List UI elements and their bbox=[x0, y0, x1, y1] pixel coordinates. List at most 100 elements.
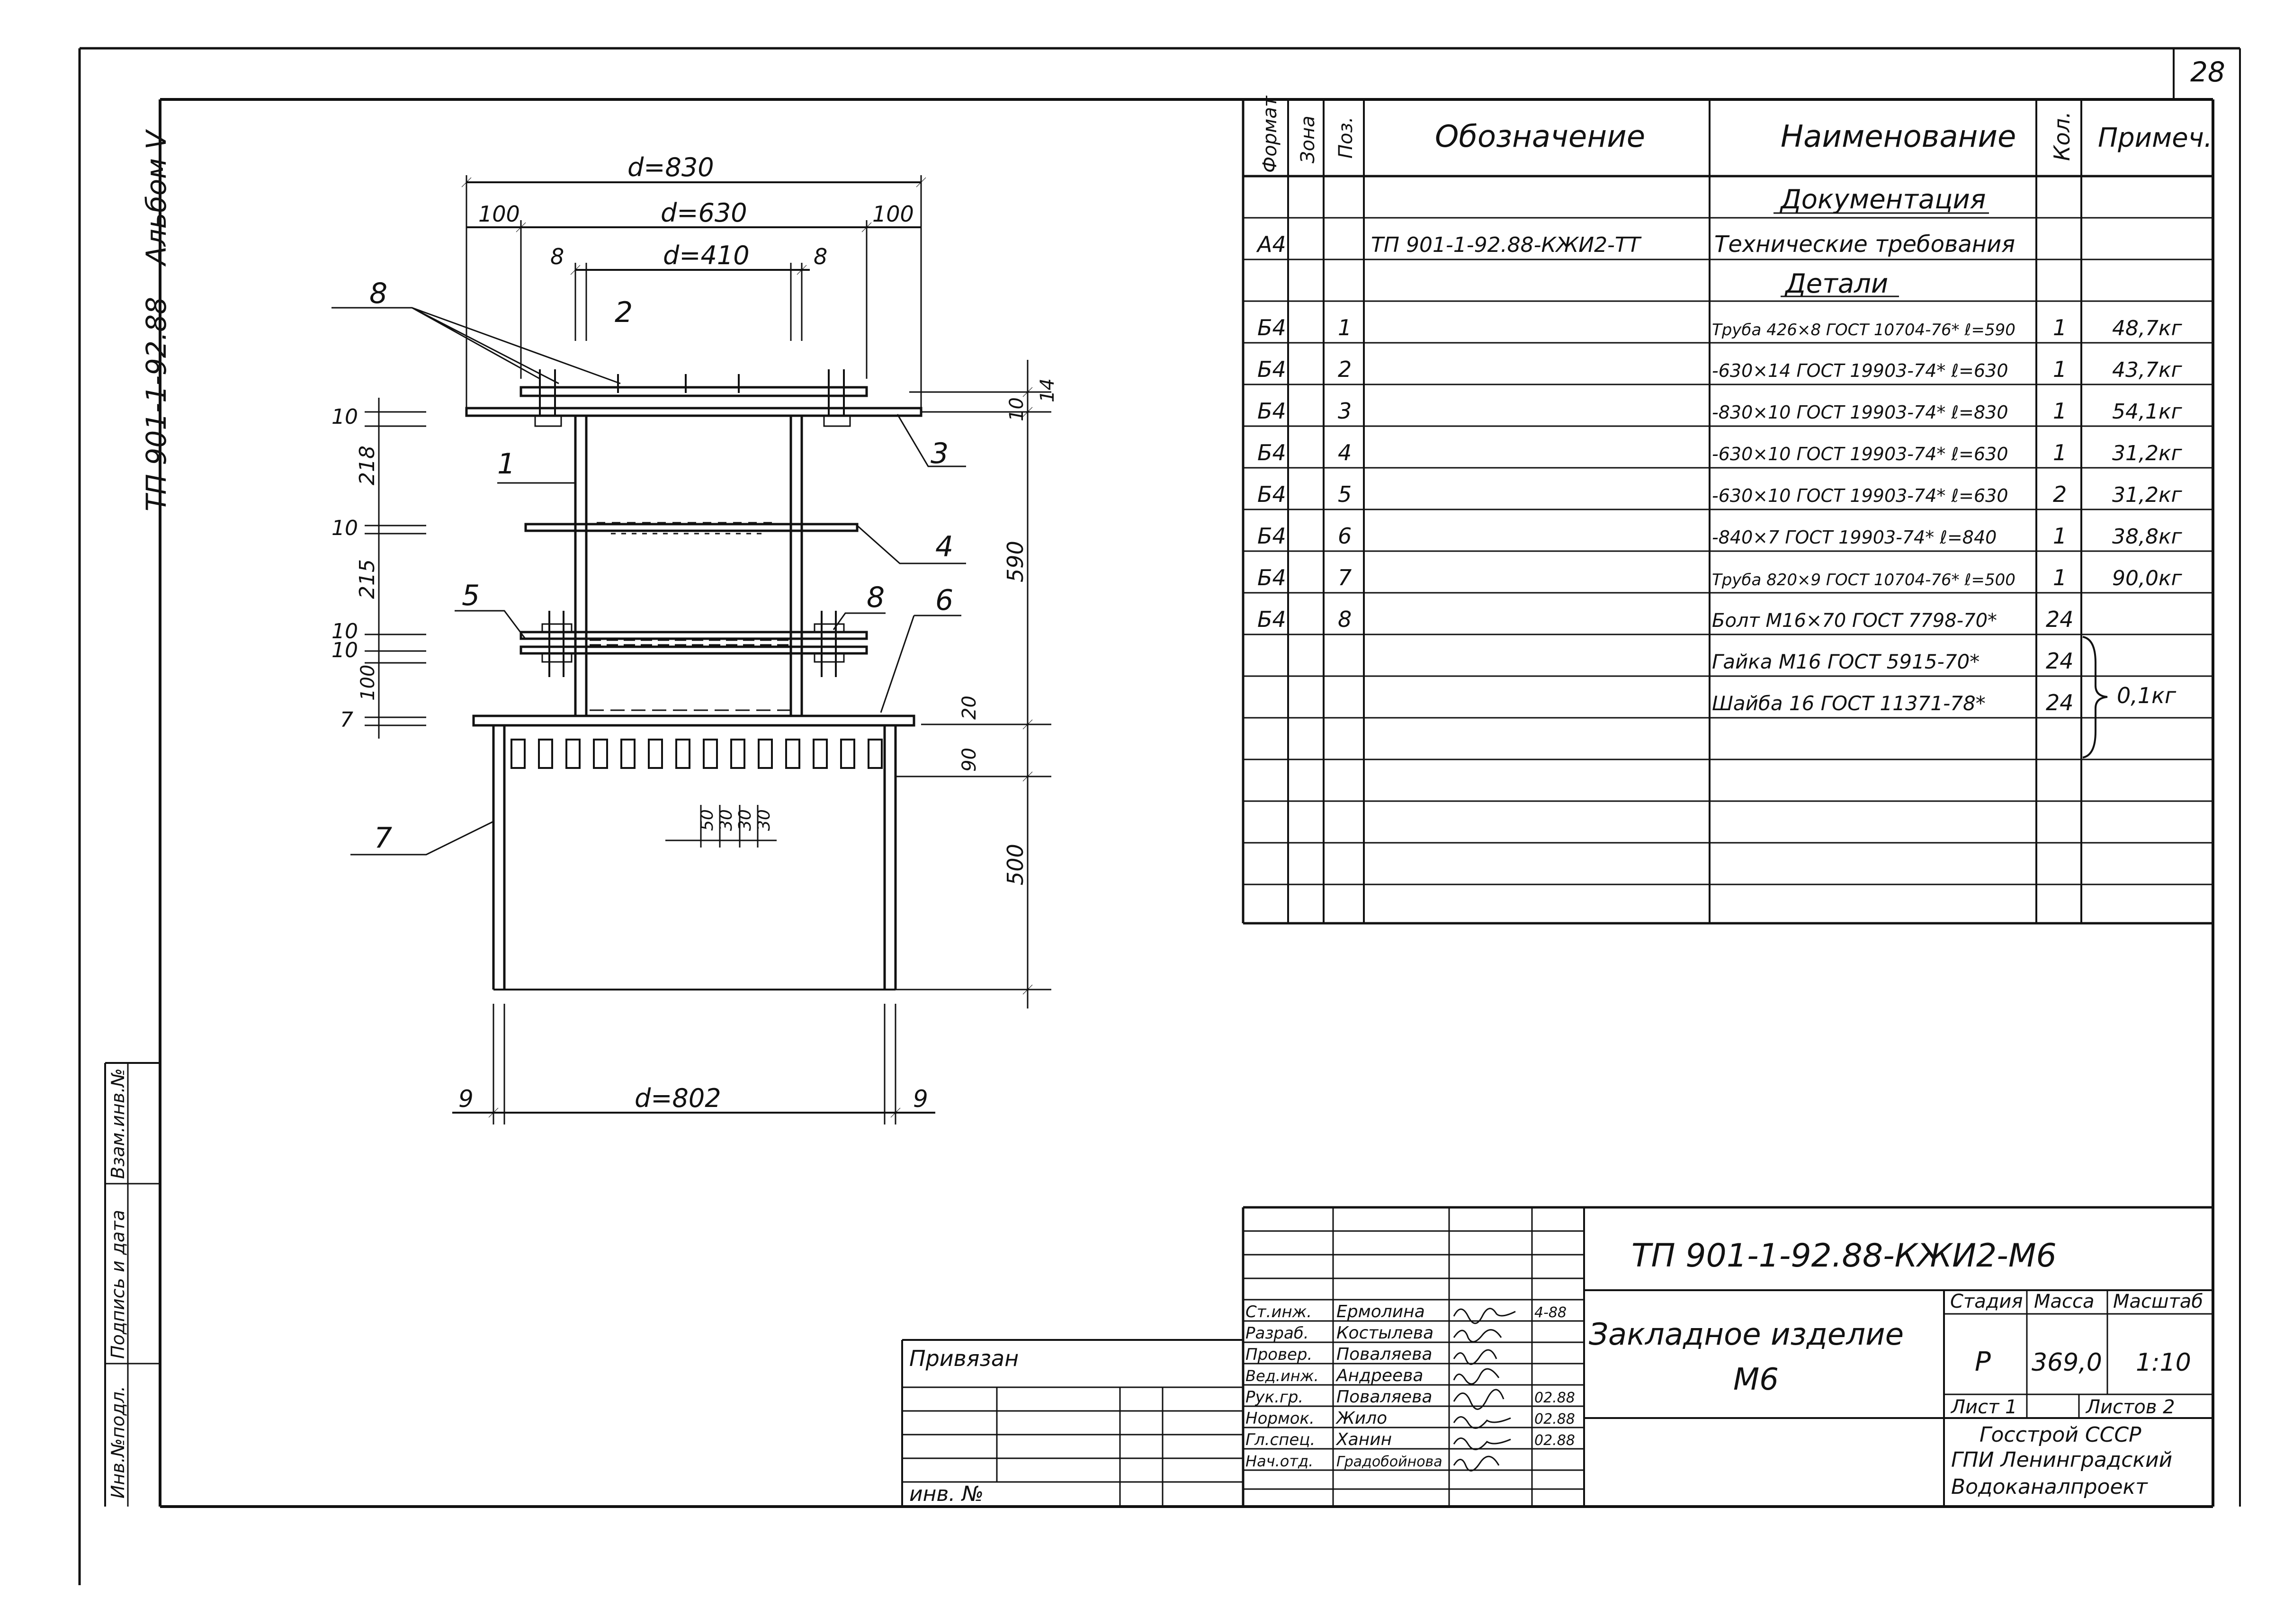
sheet-frame bbox=[78, 47, 2241, 1585]
spec-row-6-pos: 3 bbox=[1338, 398, 1352, 424]
spec-row-7-format: Б4 bbox=[1257, 440, 1286, 465]
dim-d802: d=802 bbox=[635, 1083, 721, 1113]
spec-row-8-qty: 2 bbox=[2053, 482, 2067, 507]
spec-row-9-name: -840×7 ГОСТ 19903-74* ℓ=840 bbox=[1712, 527, 1997, 548]
dim-d830: d=830 bbox=[627, 152, 714, 182]
role-5: Нормок. bbox=[1245, 1409, 1315, 1428]
mass-value: 369,0 bbox=[2032, 1348, 2102, 1377]
spec-row-5-pos: 2 bbox=[1338, 357, 1352, 382]
spec-row-4-format: Б4 bbox=[1257, 315, 1286, 340]
spec-row-5-format: Б4 bbox=[1257, 357, 1286, 382]
header-designation: Обозначение bbox=[1435, 119, 1645, 154]
title-people: Ст.инж. Ермолина 4-88 Разраб. Костылева … bbox=[1245, 1302, 1575, 1470]
spec-row-10-format: Б4 bbox=[1257, 565, 1286, 590]
spec-row-2-name: Технические требования bbox=[1714, 231, 2015, 258]
spec-row-9-pos: 6 bbox=[1338, 523, 1352, 549]
album-label: Альбом V bbox=[140, 129, 172, 267]
spec-row-11-pos: 8 bbox=[1338, 607, 1352, 632]
binding-inv: инв. № bbox=[909, 1482, 984, 1506]
person-4: Поваляева bbox=[1336, 1387, 1432, 1407]
dim-s30b: 30 bbox=[735, 809, 755, 831]
spec-row-6-note: 54,1кг bbox=[2112, 400, 2183, 424]
pos-label-8b: 8 bbox=[867, 581, 885, 614]
dim-v218: 218 bbox=[355, 446, 379, 485]
pos-label-5: 5 bbox=[462, 579, 480, 612]
position-labels: 8 2 1 3 4 5 8 6 7 bbox=[369, 277, 953, 855]
person-2: Поваляева bbox=[1336, 1345, 1432, 1364]
spec-row-8-format: Б4 bbox=[1257, 482, 1286, 507]
spec-row-12-note: 0,1кг bbox=[2117, 683, 2177, 708]
role-3: Вед.инж. bbox=[1245, 1367, 1319, 1385]
spec-row-12-qty: 24 bbox=[2046, 648, 2074, 674]
header-note: Примеч. bbox=[2098, 123, 2212, 153]
scale-value: 1:10 bbox=[2136, 1348, 2191, 1377]
stamp-vzam: Взам.инв.№ bbox=[107, 1068, 128, 1179]
spec-row-7-qty: 1 bbox=[2053, 440, 2067, 465]
dim-100b: 100 bbox=[872, 201, 914, 227]
binding-block bbox=[901, 1339, 1243, 1507]
spec-row-13-name: Шайба 16 ГОСТ 11371-78* bbox=[1712, 692, 1986, 715]
dim-r20: 20 bbox=[958, 696, 980, 720]
spec-row-11-qty: 24 bbox=[2046, 607, 2074, 632]
dim-r90: 90 bbox=[958, 748, 980, 772]
document-code: ТП 901-1-92.88-КЖИ2-М6 bbox=[1631, 1237, 2057, 1275]
spec-row-9-qty: 1 bbox=[2053, 523, 2067, 549]
spec-row-8-note: 31,2кг bbox=[2112, 483, 2183, 507]
left-stamp: Инв.№подл. Подпись и дата Взам.инв.№ bbox=[104, 1062, 160, 1507]
spec-rows: Документация А4 ТП 901-1-92.88-КЖИ2-ТТ Т… bbox=[1256, 184, 2183, 715]
spec-row-5-qty: 1 bbox=[2053, 357, 2067, 382]
spec-row-7-pos: 4 bbox=[1338, 440, 1352, 465]
dim-r10: 10 bbox=[1006, 397, 1028, 421]
date-4: 02.88 bbox=[1534, 1390, 1575, 1406]
dim-s30c: 30 bbox=[754, 809, 774, 831]
person-1: Костылева bbox=[1336, 1323, 1433, 1343]
side-code: ТП 901-1-92.88 bbox=[140, 297, 172, 511]
spec-row-11-name: Болт М16×70 ГОСТ 7798-70* bbox=[1712, 610, 1997, 632]
date-5: 02.88 bbox=[1534, 1411, 1575, 1428]
dim-v10a: 10 bbox=[331, 405, 358, 429]
spec-row-6-name: -830×10 ГОСТ 19903-74* ℓ=830 bbox=[1712, 402, 2008, 423]
spec-row-4-name: Труба 426×8 ГОСТ 10704-76* ℓ=590 bbox=[1712, 321, 2015, 339]
spec-row-5-note: 43,7кг bbox=[2112, 358, 2183, 382]
spec-row-8-name: -630×10 ГОСТ 19903-74* ℓ=630 bbox=[1712, 485, 2008, 506]
spec-row-13-qty: 24 bbox=[2046, 690, 2074, 715]
header-qty: Кол. bbox=[2049, 111, 2075, 161]
spec-table bbox=[1242, 99, 2213, 925]
spec-row-2-designation: ТП 901-1-92.88-КЖИ2-ТТ bbox=[1371, 233, 1642, 257]
org-line-3: Водоканалпроект bbox=[1951, 1475, 2148, 1499]
dim-r590: 590 bbox=[1003, 541, 1028, 582]
pos-label-1: 1 bbox=[497, 447, 515, 481]
stamp-inv-podl: Инв.№подл. bbox=[107, 1386, 128, 1499]
pos-label-7: 7 bbox=[374, 821, 392, 855]
pos-label-4: 4 bbox=[935, 530, 953, 563]
header-zone: Зона bbox=[1297, 116, 1319, 163]
dim-8a: 8 bbox=[550, 244, 564, 269]
spec-row-8-pos: 5 bbox=[1338, 482, 1352, 507]
binding-label: Привязан bbox=[909, 1346, 1019, 1371]
dim-v7: 7 bbox=[340, 708, 353, 732]
date-6: 02.88 bbox=[1534, 1432, 1575, 1449]
date-0: 4-88 bbox=[1534, 1304, 1567, 1321]
title-block bbox=[1242, 1206, 2213, 1507]
sheet-number: Лист 1 bbox=[1950, 1396, 2017, 1418]
dim-v10d: 10 bbox=[331, 638, 358, 662]
spec-row-4-qty: 1 bbox=[2053, 315, 2067, 340]
dim-s50: 50 bbox=[698, 809, 717, 831]
spec-row-7-note: 31,2кг bbox=[2112, 441, 2183, 465]
spec-row-5-name: -630×14 ГОСТ 19903-74* ℓ=630 bbox=[1712, 360, 2008, 381]
spec-row-7-name: -630×10 ГОСТ 19903-74* ℓ=630 bbox=[1712, 444, 2008, 464]
pos-label-3: 3 bbox=[931, 437, 949, 470]
dim-r14: 14 bbox=[1037, 378, 1058, 402]
person-0: Ермолина bbox=[1336, 1302, 1425, 1321]
dim-v10c: 10 bbox=[331, 619, 358, 643]
sheets-total: Листов 2 bbox=[2085, 1396, 2175, 1418]
technical-drawing bbox=[331, 175, 1051, 1124]
person-3: Андреева bbox=[1335, 1366, 1423, 1385]
dim-v100: 100 bbox=[357, 665, 379, 701]
spec-row-6-qty: 1 bbox=[2053, 398, 2067, 424]
signatures bbox=[1453, 1308, 1516, 1472]
dim-9a: 9 bbox=[458, 1085, 474, 1113]
spec-row-10-note: 90,0кг bbox=[2112, 566, 2183, 590]
dim-d630: d=630 bbox=[661, 198, 747, 228]
